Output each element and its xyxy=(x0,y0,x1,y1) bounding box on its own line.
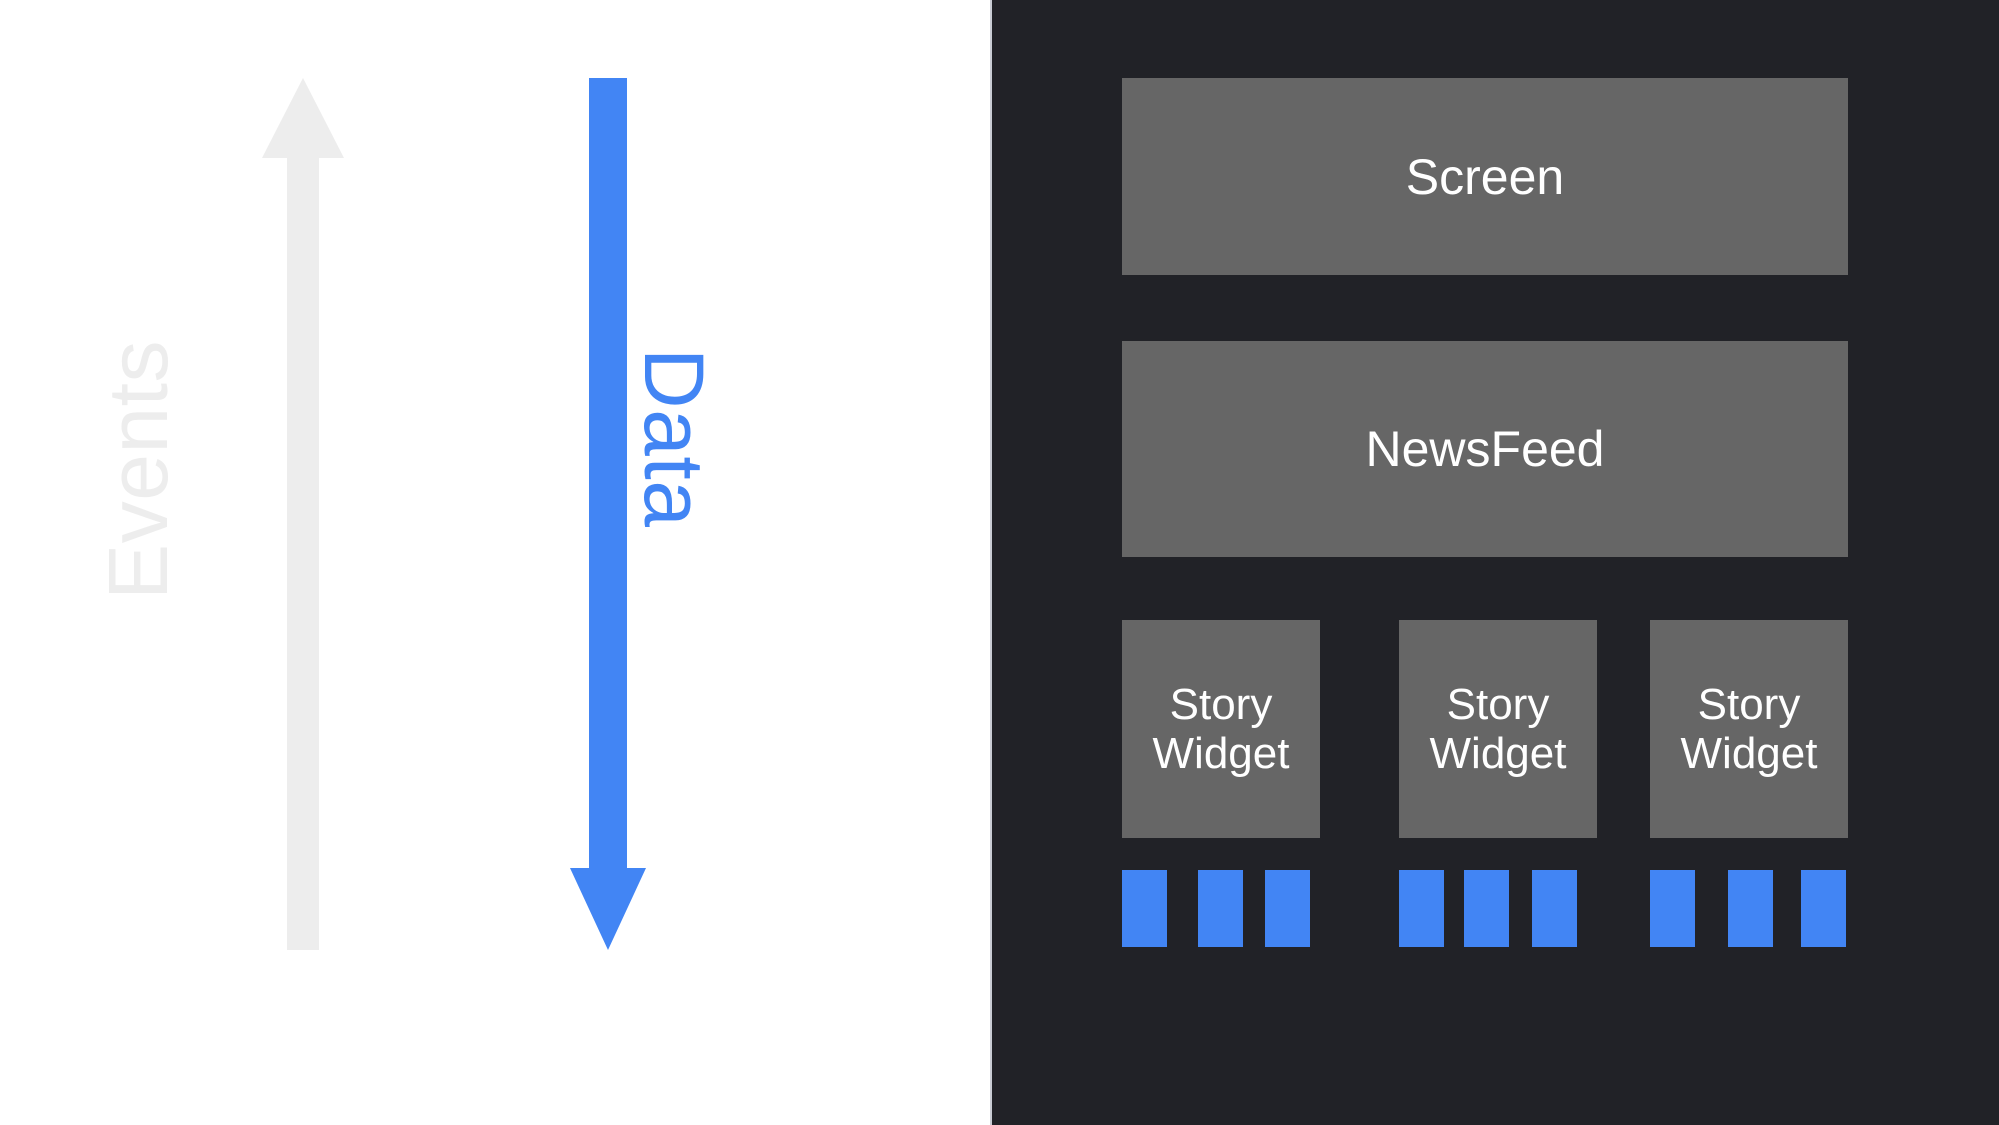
node-story-widget-label-line1: Story xyxy=(1697,679,1801,729)
leaf-node[interactable] xyxy=(1122,870,1167,947)
leaf-node[interactable] xyxy=(1198,870,1243,947)
widget-tree-panel: Screen NewsFeed Story Widget Story Widge… xyxy=(990,0,1999,1125)
node-story-widget-label-line1: Story xyxy=(1169,679,1273,729)
node-story-widget-label-line2: Widget xyxy=(1152,729,1290,778)
node-newsfeed[interactable]: NewsFeed xyxy=(1122,341,1848,557)
flow-legend-panel: Events Data xyxy=(0,0,990,1125)
node-story-widget-label-wrap: Story Widget xyxy=(1430,680,1567,779)
node-newsfeed-label: NewsFeed xyxy=(1365,421,1605,477)
node-screen-label: Screen xyxy=(1405,148,1565,205)
node-story-widget-label-line2: Widget xyxy=(1680,729,1818,778)
events-flow-label: Events xyxy=(91,340,185,600)
arrow-up-icon xyxy=(262,78,344,950)
leaf-node[interactable] xyxy=(1801,870,1846,947)
node-story-widget-label-line1: Story xyxy=(1446,679,1550,729)
node-story-widget[interactable]: Story Widget xyxy=(1122,620,1320,838)
arrow-down-icon xyxy=(570,78,646,950)
node-story-widget-label-wrap: Story Widget xyxy=(1153,680,1290,779)
leaf-node[interactable] xyxy=(1728,870,1773,947)
leaf-node[interactable] xyxy=(1650,870,1695,947)
data-flow-label: Data xyxy=(627,348,721,528)
leaf-node[interactable] xyxy=(1532,870,1577,947)
node-story-widget[interactable]: Story Widget xyxy=(1650,620,1848,838)
leaf-node[interactable] xyxy=(1399,870,1444,947)
node-screen[interactable]: Screen xyxy=(1122,78,1848,275)
node-story-widget-label-wrap: Story Widget xyxy=(1681,680,1818,779)
node-story-widget[interactable]: Story Widget xyxy=(1399,620,1597,838)
leaf-node[interactable] xyxy=(1464,870,1509,947)
node-story-widget-label-line2: Widget xyxy=(1429,729,1567,778)
leaf-node[interactable] xyxy=(1265,870,1310,947)
